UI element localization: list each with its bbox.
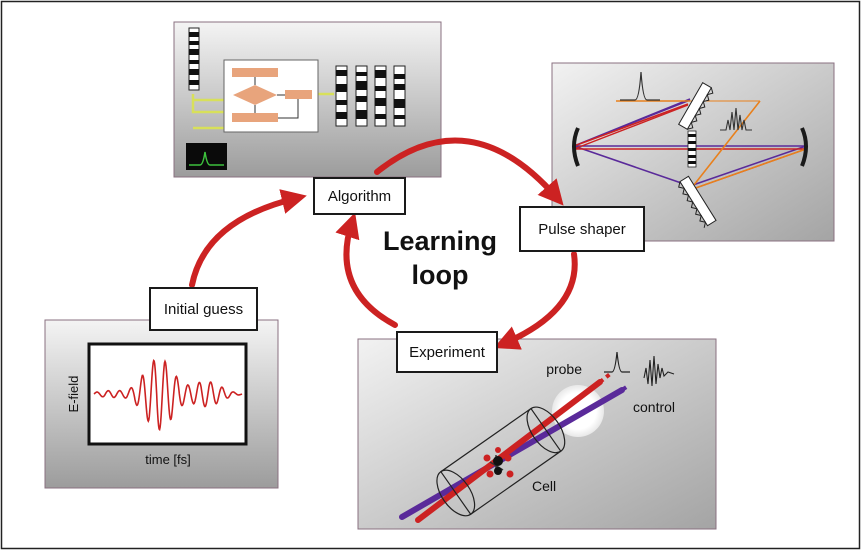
algorithm-label: Algorithm: [313, 177, 406, 215]
learning-loop-title: Learning loop: [360, 224, 520, 292]
pulse-mask-icon: [687, 130, 697, 168]
cell-label: Cell: [532, 478, 556, 494]
experiment-label: Experiment: [396, 331, 498, 373]
time-axis-label: time [fs]: [145, 452, 191, 467]
loop-arrows: [189, 137, 578, 350]
input-barcode-icon: [188, 27, 200, 91]
upper-grating-icon: [677, 82, 714, 130]
probe-beam: [415, 379, 603, 523]
output-pulse-icon: [720, 107, 752, 131]
left-mirror-icon: [572, 127, 580, 167]
e-field-waveform: [93, 359, 243, 432]
control-beam: [399, 387, 625, 520]
initial-guess-label: Initial guess: [149, 287, 258, 331]
spectrum-inset-icon: [186, 143, 227, 170]
initial-guess-panel: E-field time [fs]: [44, 319, 279, 489]
arrow-experiment-to-algorithm: [335, 212, 398, 328]
arrow-algorithm-to-pulse-shaper: [374, 137, 564, 206]
flowchart-icon: [223, 59, 319, 133]
probe-label: probe: [546, 361, 582, 377]
flowchart-connectors: [191, 92, 334, 130]
experiment-panel: probe control Cell: [357, 338, 717, 530]
cell-icon: [436, 406, 566, 517]
arrow-pulse-shaper-to-experiment: [493, 251, 578, 350]
title-line-1: Learning: [382, 226, 497, 256]
e-field-axis-label: E-field: [66, 376, 81, 413]
input-pulse-icon: [620, 71, 660, 101]
lower-grating-icon: [678, 175, 717, 228]
output-barcodes-icon: [335, 65, 406, 127]
right-mirror-icon: [800, 127, 808, 167]
algorithm-panel: [173, 21, 442, 178]
control-label: control: [633, 399, 675, 415]
control-pulse-icon: [643, 355, 675, 387]
pulse-shaper-label: Pulse shaper: [519, 206, 645, 252]
molecule-icon: [483, 447, 514, 478]
title-line-2: loop: [411, 260, 469, 290]
probe-pulse-icon: [604, 351, 630, 373]
arrow-initial-guess-to-algorithm: [189, 189, 307, 288]
